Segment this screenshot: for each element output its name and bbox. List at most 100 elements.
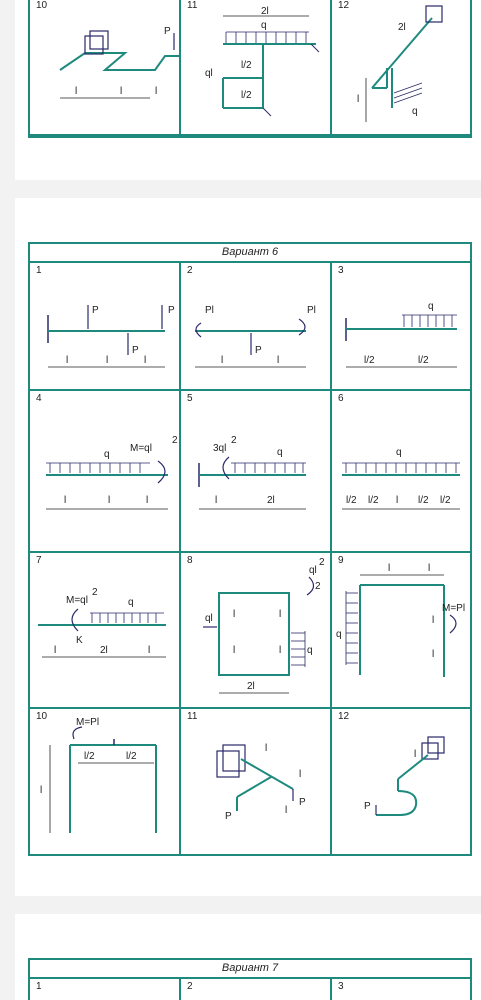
length-label: l	[414, 749, 416, 760]
length-label: l	[108, 495, 110, 506]
length-label: l	[233, 645, 235, 656]
problem-cell-12: 12 l P	[332, 709, 470, 854]
problem-cell-5: 5 3ql 2 q l 2l	[181, 391, 332, 553]
variant-title: Вариант 6	[30, 244, 470, 263]
problem-cell-12: 12 2l l q	[332, 0, 470, 136]
length-label: l	[148, 645, 150, 656]
problem-number: 2	[187, 981, 193, 992]
problem-cell-4: 4 q M=ql 2 l l l	[30, 391, 181, 553]
force-label: P	[364, 801, 371, 812]
moment-label: 3ql	[213, 443, 226, 454]
force-label: P	[299, 797, 306, 808]
length-label: l	[357, 94, 359, 105]
sheet-variant-7: Вариант 7 1 2 3	[15, 914, 481, 1000]
problem-cell-7: 7 M=ql 2 q K l 2l l	[30, 553, 181, 709]
force-label: P	[225, 811, 232, 822]
length-label: 2l	[398, 22, 406, 33]
moment-label: Pl	[307, 305, 316, 316]
problem-number: 8	[187, 555, 193, 566]
load-label: q	[396, 447, 402, 458]
length-label: l	[277, 355, 279, 366]
length-label: l/2	[440, 495, 451, 506]
length-label: l	[146, 495, 148, 506]
problem-cell-3: 3 q l/2 l/2	[332, 263, 470, 391]
length-label: l/2	[418, 355, 429, 366]
problem-number: 6	[338, 393, 344, 404]
load-label: q	[277, 447, 283, 458]
length-label: l	[221, 355, 223, 366]
length-label: 2l	[261, 6, 269, 17]
scheme-diagram: 2l q ql l/2 l/2	[205, 6, 320, 117]
scheme-diagram: l l l P P	[216, 743, 306, 822]
moment-label: M=Pl	[76, 717, 99, 728]
scheme-diagram: q l/2 l/2	[345, 301, 457, 368]
force-label: P	[255, 345, 262, 356]
sheet-variant-6: Вариант 6 1 P P P l l l 2	[15, 198, 481, 896]
length-label: l/2	[241, 90, 252, 101]
scheme-diagram: M=Pl l/2 l/2 l	[40, 717, 157, 833]
scheme-diagram: q l l M=Pl l l	[336, 563, 465, 677]
length-label: l/2	[346, 495, 357, 506]
length-label: l	[66, 355, 68, 366]
problem-cell-11: 11 2l q ql l/2 l/2	[181, 0, 332, 136]
problem-number: 10	[36, 0, 48, 11]
length-label: l	[279, 609, 281, 620]
scheme-diagram: q M=ql 2 l l l	[46, 435, 178, 510]
load-label: q	[428, 301, 434, 312]
load-label: q	[412, 106, 418, 117]
problem-cell-2: 2	[181, 979, 332, 1000]
length-label: 2l	[100, 645, 108, 656]
length-label: l	[120, 86, 122, 97]
length-label: l	[265, 743, 267, 754]
problem-number: 1	[36, 265, 42, 276]
problem-number: 2	[187, 265, 193, 276]
length-label: l	[428, 563, 430, 574]
length-label: l	[432, 615, 434, 626]
problem-cell-10: 10 M=Pl l/2 l/2 l	[30, 709, 181, 854]
length-label: l	[285, 805, 287, 816]
scheme-diagram: P l l l	[59, 26, 180, 99]
length-label: l	[75, 86, 77, 97]
length-label: l	[233, 609, 235, 620]
problem-cell-2: 2 Pl Pl P l l	[181, 263, 332, 391]
length-label: l/2	[84, 751, 95, 762]
length-label: l	[396, 495, 398, 506]
problem-cell-8: 8 ql 2 2 ql q l l l l 2l	[181, 553, 332, 709]
problem-number: 11	[187, 711, 198, 722]
length-label: l/2	[368, 495, 379, 506]
scheme-diagram: ql 2 2 ql q l l l l 2l	[203, 557, 325, 694]
exponent-label: 2	[319, 557, 325, 568]
sheet-previous-variant: 10 P l l l 11	[15, 0, 481, 180]
scheme-diagram: M=ql 2 q K l 2l l	[38, 587, 166, 658]
force-label: P	[132, 345, 139, 356]
load-label: q	[128, 597, 134, 608]
variant-table-top: 10 P l l l 11	[28, 0, 472, 138]
force-label: ql	[205, 613, 213, 624]
exponent-label: 2	[92, 587, 98, 598]
problem-number: 12	[338, 0, 350, 11]
problem-cell-10: 10 P l l l	[30, 0, 181, 136]
problem-number: 10	[36, 711, 48, 722]
length-label: l	[54, 645, 56, 656]
variant-title: Вариант 7	[30, 960, 470, 979]
length-label: l	[388, 563, 390, 574]
problem-number: 1	[36, 981, 42, 992]
load-label: q	[261, 20, 267, 31]
load-label: q	[336, 629, 342, 640]
moment-label: M=ql	[130, 443, 152, 454]
problem-cell-3: 3	[332, 979, 470, 1000]
problem-number: 4	[36, 393, 42, 404]
moment-label: M=ql	[66, 595, 88, 606]
problem-number: 5	[187, 393, 193, 404]
problem-cell-11: 11 l l l P P	[181, 709, 332, 854]
exponent-label: 2	[172, 435, 178, 446]
scheme-diagram: Pl Pl P l l	[195, 305, 316, 368]
variant-table: Вариант 7 1 2 3	[28, 958, 472, 1000]
problem-number: 3	[338, 981, 344, 992]
length-label: 2l	[267, 495, 275, 506]
load-label: q	[307, 645, 313, 656]
length-label: l/2	[126, 751, 137, 762]
scheme-diagram: q l/2 l/2 l l/2 l/2	[342, 447, 460, 510]
problem-cell-6: 6 q l/2 l/2 l l/2 l/2	[332, 391, 470, 553]
problem-number: 7	[36, 555, 42, 566]
